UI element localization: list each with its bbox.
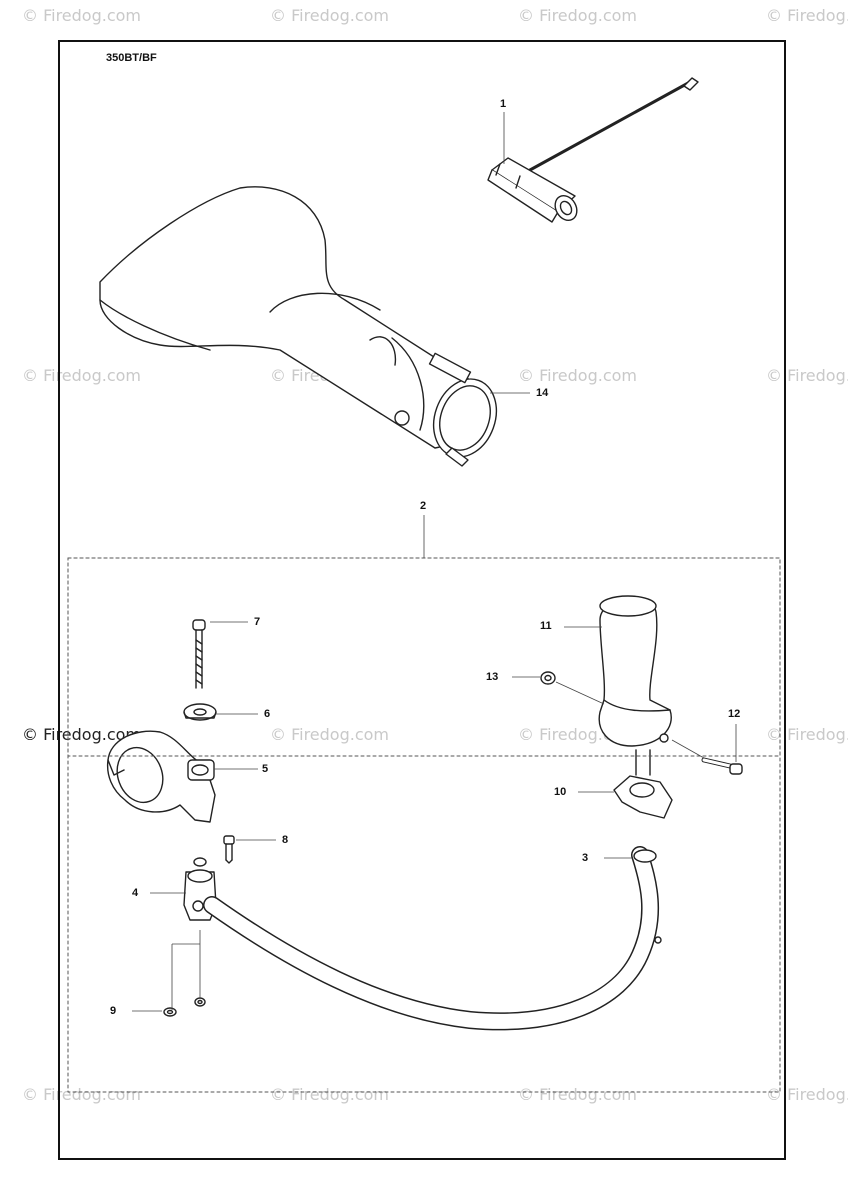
- watermark: © Firedog.com: [22, 725, 141, 744]
- watermark: © Firedog.com: [766, 6, 848, 25]
- callout-11: 11: [540, 620, 552, 632]
- leader-lines: [132, 112, 737, 1012]
- callout-7: 7: [254, 616, 261, 628]
- callout-6: 6: [264, 708, 271, 720]
- handle-clamp-part: [613, 749, 673, 819]
- watermark: © Firedog.com: [22, 1085, 141, 1104]
- callout-2: 2: [420, 500, 427, 512]
- model-label: 350BT/BF: [106, 52, 157, 64]
- clamp-part: [106, 730, 216, 823]
- diagram-frame: [58, 40, 786, 1160]
- callout-14: 14: [536, 387, 549, 399]
- loop-handle-tube: [203, 846, 662, 1031]
- t-wrench-part: [487, 77, 699, 223]
- watermark: © Firedog.com: [766, 1085, 848, 1104]
- toothed-washer-part: [183, 703, 217, 721]
- callout-5: 5: [262, 763, 269, 775]
- watermark: © Firedog.com: [766, 725, 848, 744]
- callout-8: 8: [282, 834, 289, 846]
- callout-1: 1: [500, 98, 507, 110]
- grip-part: [598, 595, 672, 747]
- deflector-nozzle-part: [99, 186, 498, 467]
- callout-4: 4: [132, 887, 139, 899]
- watermark: © Firedog.com: [766, 366, 848, 385]
- callout-3: 3: [582, 852, 589, 864]
- callout-9: 9: [110, 1005, 117, 1017]
- kit-outline: [67, 557, 781, 757]
- callout-13: 13: [486, 671, 499, 683]
- watermark: © Firedog.com: [518, 366, 637, 385]
- callout-12: 12: [728, 708, 741, 720]
- screw-part: [223, 835, 235, 864]
- bolt-part: [192, 619, 206, 689]
- watermark: © Firedog.com: [22, 6, 141, 25]
- nut-part: [540, 671, 556, 685]
- long-screw-part: [701, 757, 743, 775]
- watermark: © Firedog.com: [22, 366, 141, 385]
- watermark: © Firedog.com: [518, 1085, 637, 1104]
- callout-10: 10: [554, 786, 567, 798]
- watermark: © Firedog.com: [270, 725, 389, 744]
- watermark: © Firedog.com: [518, 6, 637, 25]
- watermark: © Firedog.com: [270, 1085, 389, 1104]
- watermark: © Firedog.com: [270, 6, 389, 25]
